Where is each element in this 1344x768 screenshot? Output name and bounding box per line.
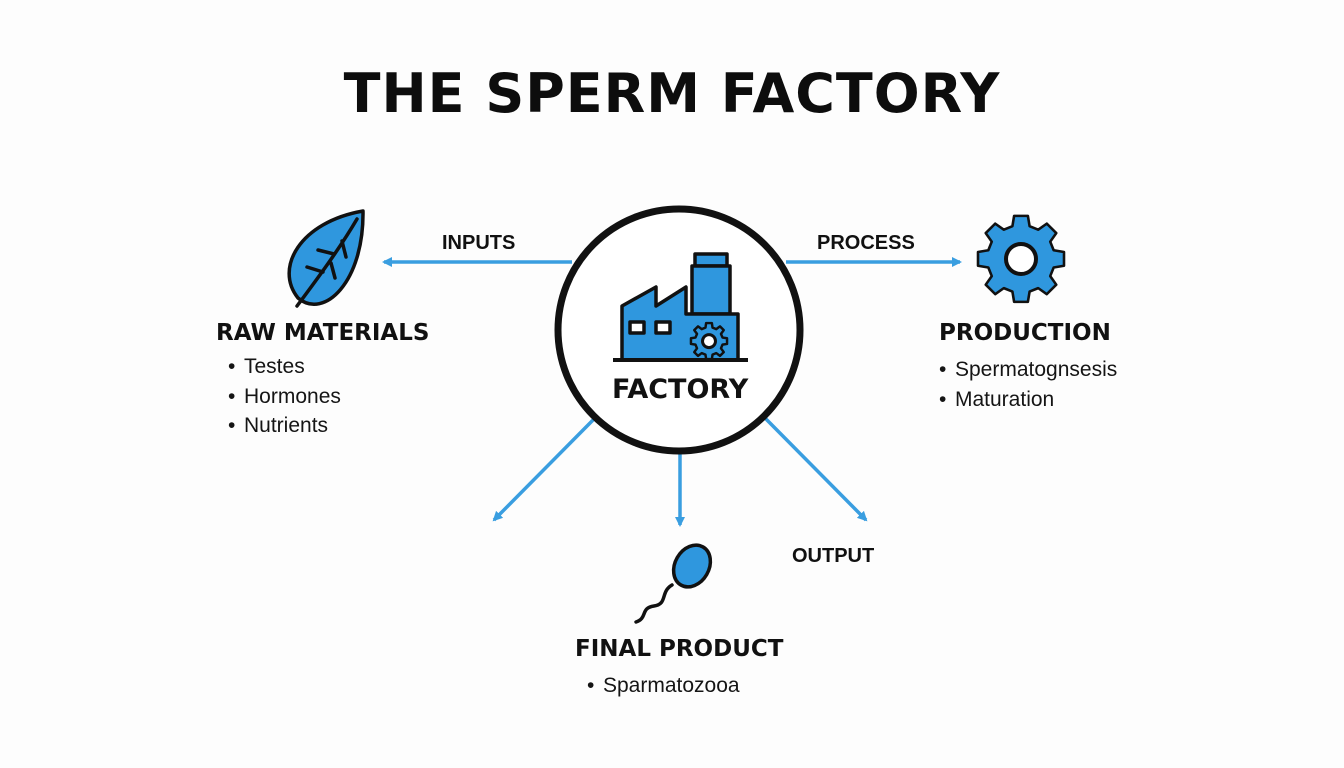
list-item: Testes	[228, 352, 341, 382]
diagram-title: THE SPERM FACTORY	[343, 62, 1001, 125]
list-item: Spermatognsesis	[939, 355, 1117, 385]
inputs-label: INPUTS	[442, 232, 516, 254]
sperm-cell-icon	[634, 543, 713, 624]
list-item: Maturation	[939, 385, 1117, 415]
list-item: Hormones	[228, 382, 341, 412]
raw-materials-heading: RAW MATERIALS	[216, 320, 430, 346]
production-list: Spermatognsesis Maturation	[939, 355, 1117, 414]
arrow-output-right	[763, 416, 868, 522]
factory-label: FACTORY	[612, 374, 749, 405]
process-label: PROCESS	[817, 232, 915, 254]
gear-icon	[976, 214, 1066, 304]
production-heading: PRODUCTION	[939, 320, 1111, 346]
output-label: OUTPUT	[792, 545, 875, 567]
leaf-icon	[287, 209, 365, 308]
final-product-heading: FINAL PRODUCT	[575, 636, 784, 662]
factory-gear-icon	[689, 321, 729, 361]
list-item: Nutrients	[228, 411, 341, 441]
final-product-list: Sparmatozooa	[587, 671, 740, 701]
raw-materials-list: Testes Hormones Nutrients	[228, 352, 341, 441]
list-item: Sparmatozooa	[587, 671, 740, 701]
factory-icon	[613, 252, 748, 362]
arrow-output-left	[492, 416, 597, 522]
flow-arrows	[382, 257, 962, 527]
